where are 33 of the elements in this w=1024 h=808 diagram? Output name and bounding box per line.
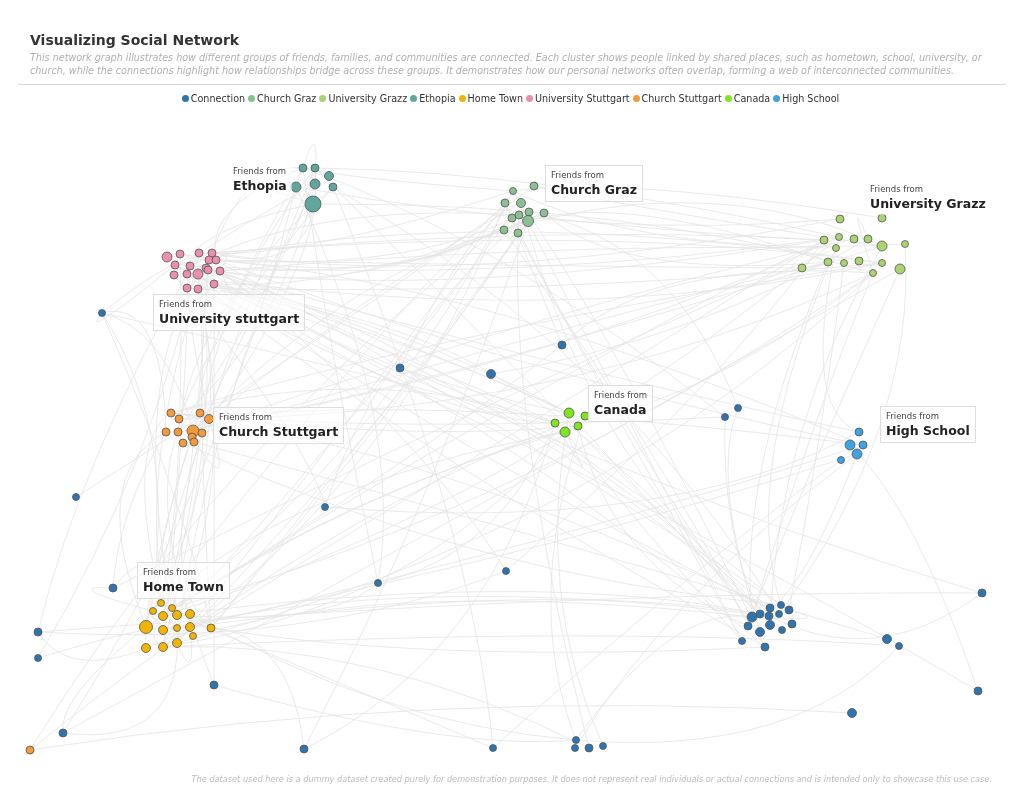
label-heading: University stuttgart — [159, 311, 300, 326]
label-heading: Church Stuttgart — [219, 424, 339, 439]
label-caption: Friends from — [159, 299, 213, 309]
cluster-label-card — [137, 562, 230, 599]
chart-description: This network graph illustrates how different groups of friends, families, and communities are connected. Each cluster shows people linked by shared places, such as hometown, school, university, or church, while the connections highlight how relationships bridge across these groups. It demonstrates how our personal networks often overlap, forming a web of interconnected communities. — [30, 51, 983, 77]
label-heading: Home Town — [143, 579, 224, 594]
legend-label: Canada — [733, 93, 771, 104]
legend-label: Home Town — [467, 93, 523, 104]
label-caption: Friends from — [233, 166, 287, 176]
label-caption: Friends from — [551, 170, 605, 180]
cluster-label-card — [213, 407, 345, 444]
legend-label: Ethopia — [419, 93, 456, 104]
legend-label: Church Stuttgart — [641, 93, 722, 104]
label-caption: Friends from — [219, 412, 273, 422]
chart-title: Visualizing Social Network — [30, 32, 240, 48]
label-caption: Friends from — [594, 390, 648, 400]
label-heading: University Grazz — [870, 196, 986, 211]
label-heading: Canada — [594, 402, 647, 417]
cluster-label-card — [545, 165, 643, 202]
cluster-label-card — [588, 385, 654, 422]
legend-label: Church Graz — [257, 93, 317, 104]
legend-label: University Grazz — [328, 93, 408, 104]
legend-label: High School — [782, 93, 840, 104]
cluster-label-card — [153, 294, 306, 331]
label-caption: Friends from — [143, 567, 197, 577]
legend-label: Connection — [190, 93, 246, 104]
label-heading: Ethopia — [233, 178, 287, 193]
legend-label: University Stuttgart — [535, 93, 630, 104]
label-caption: Friends from — [870, 184, 924, 194]
cluster-label-card — [880, 406, 976, 443]
label-heading: High School — [886, 423, 970, 438]
label-caption: Friends from — [886, 411, 940, 421]
label-heading: Church Graz — [551, 182, 637, 197]
